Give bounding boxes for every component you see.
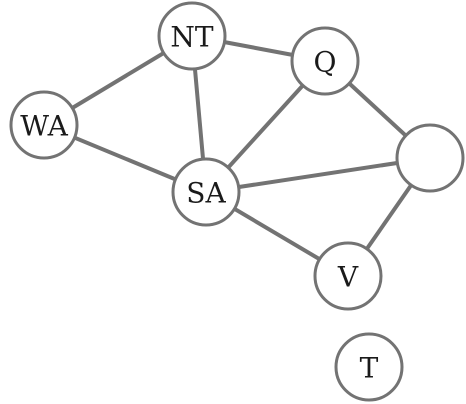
graph-edges [42, 34, 432, 278]
node-nt: NT [157, 1, 227, 71]
node-q: Q [290, 26, 360, 96]
node-circle-nsw [395, 123, 465, 193]
node-circle-t [334, 332, 404, 402]
node-wa: WA [9, 90, 79, 160]
node-label-nt: NT [170, 21, 214, 54]
node-label-q: Q [314, 46, 337, 79]
node-t: T [334, 332, 404, 402]
node-label-t: T [360, 352, 379, 385]
node-v: V [313, 241, 383, 311]
node-label-wa: WA [20, 110, 68, 143]
node-circle-q [290, 26, 360, 96]
node-sa: SA [171, 157, 241, 227]
node-nsw [395, 123, 465, 193]
node-circle-v [313, 241, 383, 311]
node-circle-wa [9, 90, 79, 160]
node-label-sa: SA [186, 177, 226, 210]
graph-nodes: NT Q WA SA V T [9, 1, 465, 402]
node-label-v: V [337, 261, 359, 294]
node-circle-nt [157, 1, 227, 71]
node-circle-sa [171, 157, 241, 227]
edge-sa-nsw [204, 156, 432, 194]
